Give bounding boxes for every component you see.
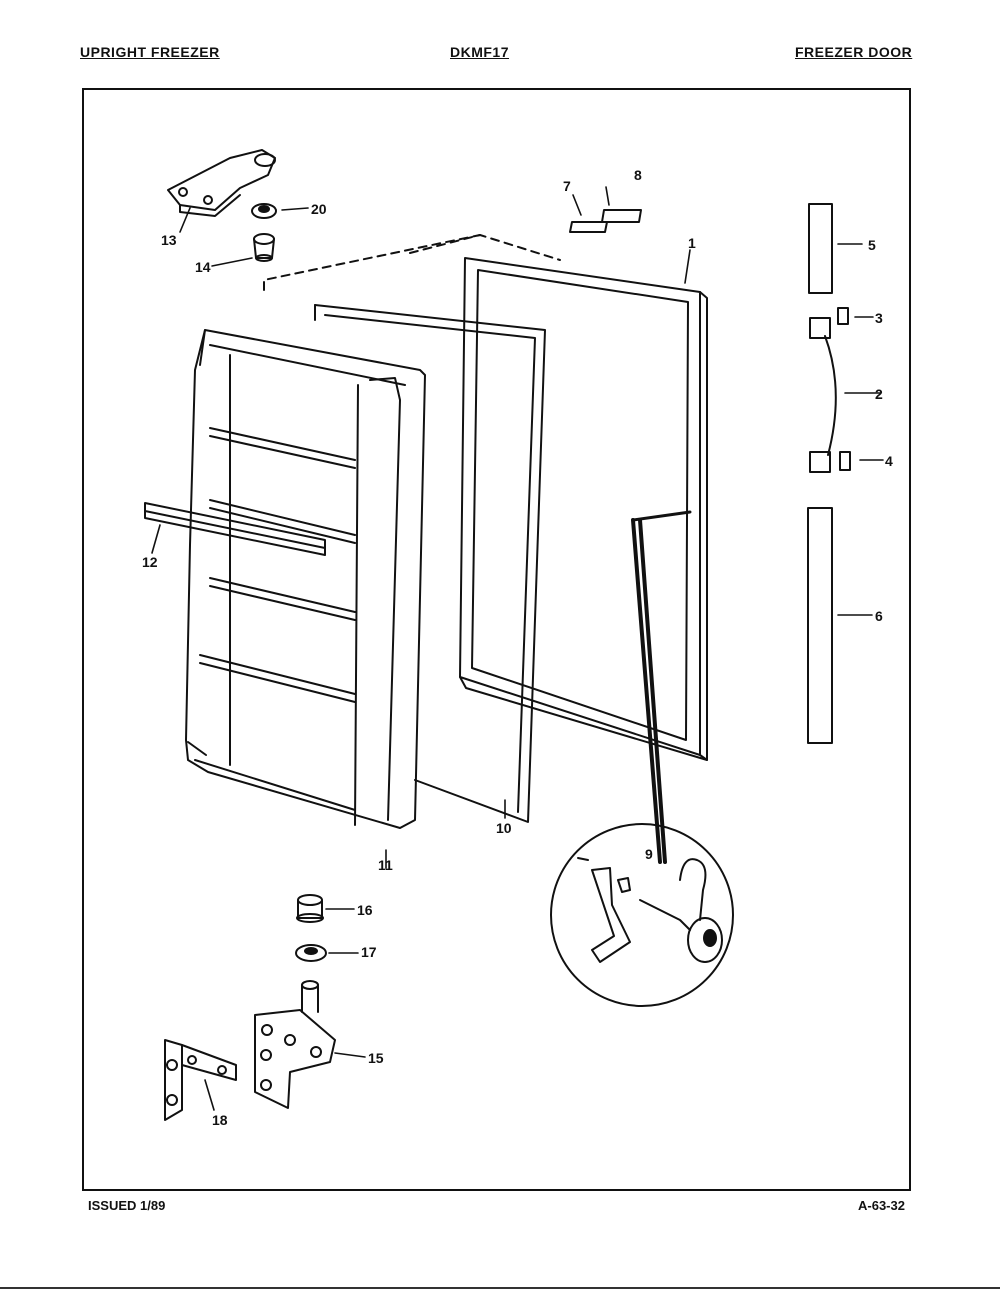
callout-11: 11 xyxy=(378,857,393,873)
issue-date: ISSUED 1/89 xyxy=(88,1198,166,1213)
callout-20: 20 xyxy=(311,201,327,217)
door-liner xyxy=(185,329,426,829)
callout-15: 15 xyxy=(368,1050,384,1066)
callout-1: 1 xyxy=(688,235,696,251)
callout-7: 7 xyxy=(563,178,571,194)
hinge-bushing xyxy=(253,233,275,262)
callout-8: 8 xyxy=(634,167,642,183)
callout-10: 10 xyxy=(496,820,512,836)
callout-6: 6 xyxy=(875,608,883,624)
hinge-bracket xyxy=(164,1039,237,1121)
trim-clip-8 xyxy=(601,209,642,223)
trim-clip-7 xyxy=(569,221,608,233)
handle-cap-upper xyxy=(837,307,849,325)
handle-trim-lower xyxy=(807,507,833,744)
hinge-pin-dash-line xyxy=(263,234,481,291)
page-code: A-63-32 xyxy=(858,1198,905,1213)
callout-9: 9 xyxy=(645,846,653,862)
door-outer-frame xyxy=(459,257,708,761)
door-gasket xyxy=(314,304,546,823)
lower-washer xyxy=(295,944,327,962)
lock-detail xyxy=(550,510,734,1007)
callout-5: 5 xyxy=(868,237,876,253)
lower-hinge xyxy=(254,980,336,1109)
callout-3: 3 xyxy=(875,310,883,326)
trim-dash-line xyxy=(409,234,561,261)
callout-2: 2 xyxy=(875,386,883,402)
door-handle xyxy=(809,317,837,473)
callout-labels: 1 2 3 4 5 6 7 8 9 10 11 12 13 14 15 16 1… xyxy=(142,167,893,1128)
callout-13: 13 xyxy=(161,232,177,248)
diagram-frame xyxy=(82,88,911,1191)
handle-trim-upper xyxy=(808,203,833,294)
header-title: UPRIGHT FREEZER xyxy=(80,44,220,60)
callout-4: 4 xyxy=(885,453,893,469)
callout-12: 12 xyxy=(142,554,158,570)
washer xyxy=(251,203,277,219)
section-title: FREEZER DOOR xyxy=(795,44,913,60)
callout-17: 17 xyxy=(361,944,377,960)
bottom-rule xyxy=(0,1287,1000,1289)
callout-14: 14 xyxy=(195,259,211,275)
callout-leaders xyxy=(151,186,884,1111)
hinge-pin-bushing xyxy=(296,894,324,923)
shelf-bar xyxy=(144,502,326,556)
callout-18: 18 xyxy=(212,1112,228,1128)
model-number: DKMF17 xyxy=(450,44,510,60)
upper-hinge-plate xyxy=(167,149,276,217)
callout-16: 16 xyxy=(357,902,373,918)
handle-cap-lower xyxy=(839,451,851,471)
